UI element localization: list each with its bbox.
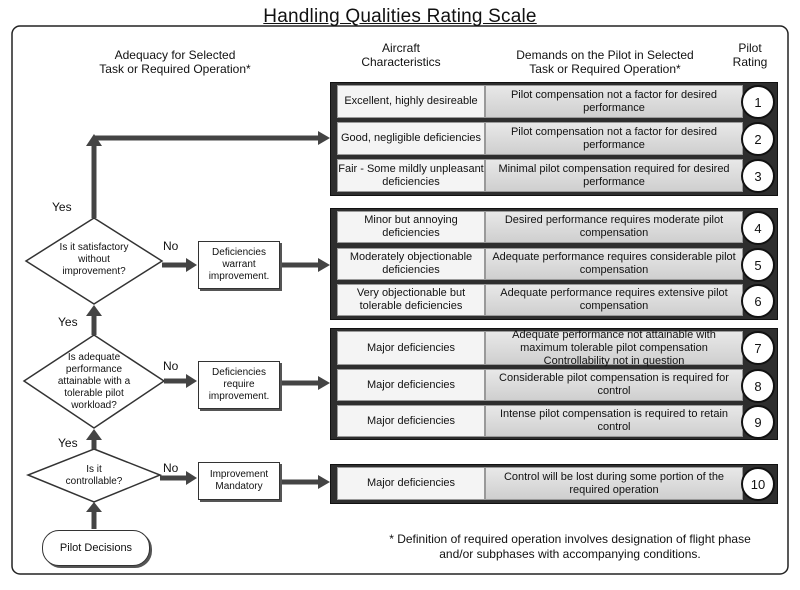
rating-badge: 10 — [741, 467, 775, 501]
rating-badge: 5 — [741, 248, 775, 282]
improvement-mandatory-box: Improvement Mandatory — [198, 462, 280, 500]
outer-frame — [11, 25, 789, 575]
rating-group-3: Major deficiencies Adequate performance … — [330, 328, 778, 440]
characteristics-cell: Major deficiencies — [337, 467, 485, 500]
pilot-decisions-start: Pilot Decisions — [42, 530, 150, 566]
no-label-2: No — [163, 359, 179, 373]
rating-row-10: Major deficiencies Control will be lost … — [331, 465, 777, 502]
rating-group-1: Excellent, highly desireable Pilot compe… — [330, 82, 778, 196]
demands-cell: Adequate performance requires considerab… — [485, 248, 743, 280]
decision-diamond-1 — [24, 217, 164, 305]
characteristics-cell: Excellent, highly desireable — [337, 85, 485, 118]
no-label-1: No — [163, 239, 179, 253]
rating-badge: 1 — [741, 85, 775, 119]
rating-badge: 9 — [741, 405, 775, 439]
characteristics-cell: Major deficiencies — [337, 331, 485, 365]
rating-row-2: Good, negligible deficiencies Pilot comp… — [331, 120, 777, 157]
demands-cell: Adequate performance requires extensive … — [485, 284, 743, 316]
demands-cell: Considerable pilot compensation is requi… — [485, 369, 743, 401]
rating-row-3: Fair - Some mildly unpleasant deficienci… — [331, 157, 777, 194]
yes-label-2: Yes — [58, 315, 78, 329]
demands-cell: Control will be lost during some portion… — [485, 467, 743, 500]
characteristics-cell: Good, negligible deficiencies — [337, 122, 485, 155]
decision-label-controllable: Is it controllable? — [65, 464, 123, 487]
rating-group-4: Major deficiencies Control will be lost … — [330, 464, 778, 504]
decision-label-satisfactory: Is it satisfactory without improvement? — [59, 242, 129, 277]
demands-cell: Pilot compensation not a factor for desi… — [485, 122, 743, 155]
rating-badge: 3 — [741, 159, 775, 193]
deficiencies-warrant-improvement-box: Deficiencies warrant improvement. — [198, 241, 280, 289]
characteristics-cell: Major deficiencies — [337, 405, 485, 437]
header-adequacy: Adequacy for Selected Task or Required O… — [99, 48, 251, 76]
rating-badge: 4 — [741, 211, 775, 245]
characteristics-cell: Fair - Some mildly unpleasant deficienci… — [337, 159, 485, 192]
deficiencies-require-improvement-box: Deficiencies require improvement. — [198, 361, 280, 409]
yes-label-1: Yes — [52, 200, 72, 214]
characteristics-cell: Moderately objectionable deficiencies — [337, 248, 485, 280]
rating-row-1: Excellent, highly desireable Pilot compe… — [331, 83, 777, 120]
decision-diamond-2 — [22, 334, 166, 429]
rating-badge: 2 — [741, 122, 775, 156]
demands-cell: Desired performance requires moderate pi… — [485, 211, 743, 243]
rating-badge: 6 — [741, 284, 775, 318]
demands-cell: Adequate performance not attainable with… — [485, 329, 743, 367]
demands-cell: Pilot compensation not a factor for desi… — [485, 85, 743, 118]
header-pilot-rating: Pilot Rating — [732, 41, 768, 69]
demands-cell: Intense pilot compensation is required t… — [485, 405, 743, 437]
rating-row-8: Major deficiencies Considerable pilot co… — [331, 367, 777, 403]
rating-row-6: Very objectionable but tolerable deficie… — [331, 282, 777, 318]
characteristics-cell: Major deficiencies — [337, 369, 485, 401]
no-label-3: No — [163, 461, 179, 475]
yes-label-3: Yes — [58, 436, 78, 450]
rating-badge: 8 — [741, 369, 775, 403]
header-aircraft-characteristics: Aircraft Characteristics — [361, 41, 441, 69]
page-title: Handling Qualities Rating Scale — [263, 6, 537, 27]
characteristics-cell: Minor but annoying deficiencies — [337, 211, 485, 243]
decision-label-adequate: Is adequate performance attainable with … — [57, 352, 131, 411]
rating-badge: 7 — [741, 331, 775, 365]
footnote: * Definition of required operation invol… — [389, 532, 751, 561]
rating-row-5: Moderately objectionable deficiencies Ad… — [331, 246, 777, 282]
rating-row-9: Major deficiencies Intense pilot compens… — [331, 403, 777, 439]
rating-row-4: Minor but annoying deficiencies Desired … — [331, 209, 777, 245]
rating-group-2: Minor but annoying deficiencies Desired … — [330, 208, 778, 320]
demands-cell: Minimal pilot compensation required for … — [485, 159, 743, 192]
rating-row-7: Major deficiencies Adequate performance … — [331, 329, 777, 367]
header-demands: Demands on the Pilot in Selected Task or… — [516, 48, 694, 76]
characteristics-cell: Very objectionable but tolerable deficie… — [337, 284, 485, 316]
